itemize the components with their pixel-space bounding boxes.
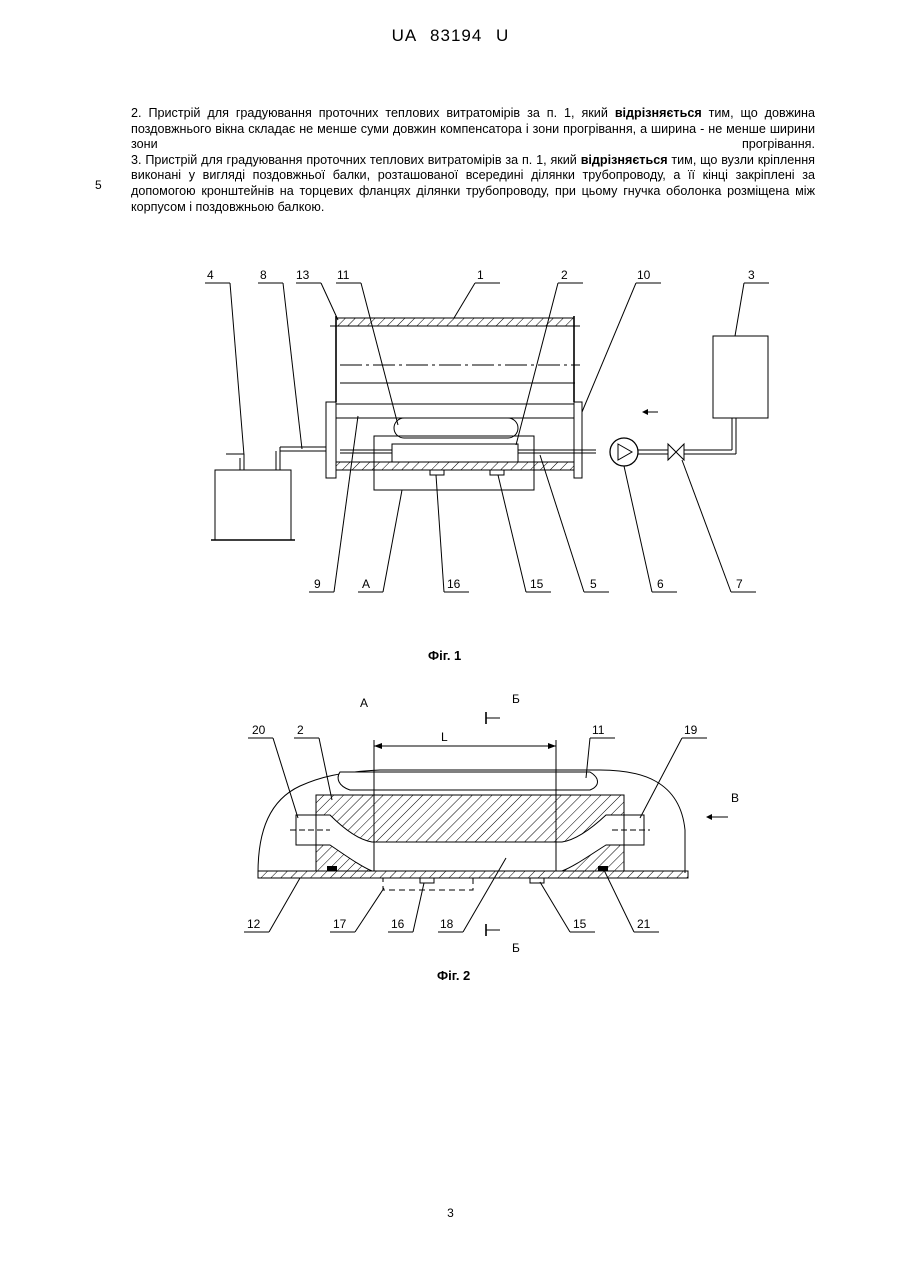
fig1-label-9: 9 — [314, 577, 321, 591]
fig1-label-8: 8 — [260, 268, 267, 282]
fig1-label-4: 4 — [207, 268, 214, 282]
fig2-label-20: 20 — [252, 723, 266, 737]
fig1-label-13: 13 — [296, 268, 310, 282]
fig2-section-bottom: Б — [512, 941, 520, 955]
fig1-label-16: 16 — [447, 577, 461, 591]
figure-2-drawing: А Б Б L В 20 2 11 19 12 17 16 18 15 21 — [244, 692, 739, 955]
fig2-label-17: 17 — [333, 917, 347, 931]
fig1-label-a: А — [362, 577, 370, 591]
fig1-label-11: 11 — [337, 268, 350, 282]
fig2-label-11: 11 — [592, 723, 605, 737]
fig1-label-15: 15 — [530, 577, 544, 591]
fig1-label-1: 1 — [477, 268, 484, 282]
fig2-label-16: 16 — [391, 917, 405, 931]
fig2-dimension-l: L — [441, 730, 448, 744]
fig1-label-10: 10 — [637, 268, 651, 282]
fig2-label-12: 12 — [247, 917, 261, 931]
fig2-section-top: Б — [512, 692, 520, 706]
fig2-label-21: 21 — [637, 917, 651, 931]
fig2-label-19: 19 — [684, 723, 698, 737]
fig1-label-3: 3 — [748, 268, 755, 282]
fig1-label-7: 7 — [736, 577, 743, 591]
fig2-flow-label: В — [731, 791, 739, 805]
fig1-label-6: 6 — [657, 577, 664, 591]
figure-2-caption: Фіг. 2 — [437, 968, 470, 983]
page-number: 3 — [0, 1206, 901, 1220]
fig2-label-15: 15 — [573, 917, 587, 931]
fig2-label-2: 2 — [297, 723, 304, 737]
figure-1-caption: Фіг. 1 — [428, 648, 461, 663]
fig1-label-2: 2 — [561, 268, 568, 282]
fig2-view-label: А — [360, 696, 368, 710]
fig1-label-5: 5 — [590, 577, 597, 591]
figure-1-drawing: 4 8 13 11 1 2 10 3 9 А 16 15 5 6 7 — [205, 268, 769, 592]
fig2-label-18: 18 — [440, 917, 454, 931]
